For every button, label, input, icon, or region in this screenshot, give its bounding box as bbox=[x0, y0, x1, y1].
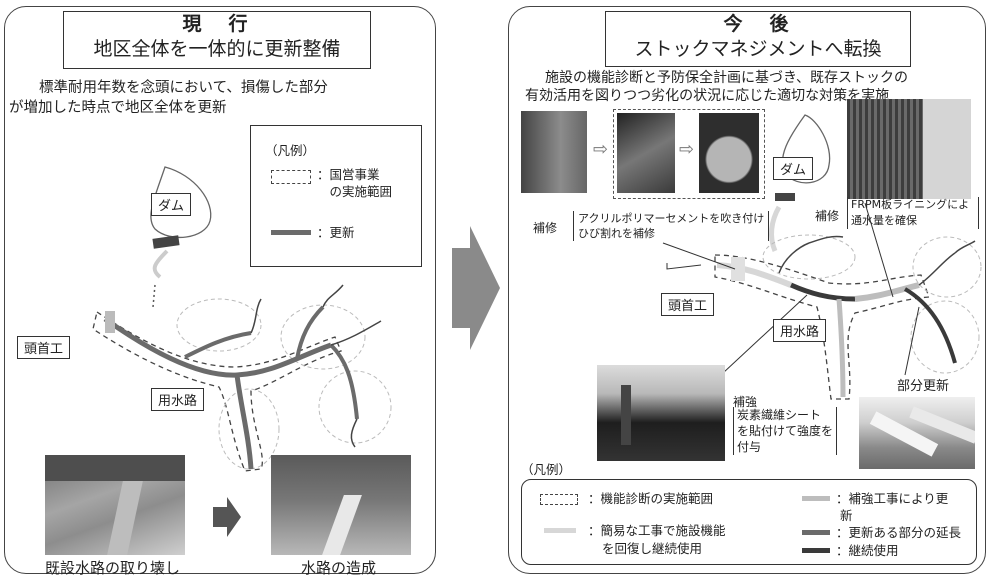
repair-photo-frame bbox=[613, 109, 765, 199]
reinforce-section bbox=[854, 282, 920, 302]
new-channel-photo bbox=[271, 455, 411, 555]
right-legend-title: （凡例） bbox=[521, 462, 572, 477]
legend-item-6: ：継続使用 bbox=[836, 543, 899, 558]
photo-arrow-2: ⇨ bbox=[679, 139, 695, 160]
right-network-diagram bbox=[662, 114, 982, 400]
left-legend-dashed-1: ：国営事業 bbox=[317, 167, 380, 182]
big-right-arrow bbox=[452, 226, 500, 350]
frpm-photo bbox=[847, 99, 971, 199]
branch-4 bbox=[329, 343, 359, 420]
left-legend-box: （凡例） ：国営事業 の実施範囲 ：更新 bbox=[250, 125, 422, 267]
legend-item-5: ：更新ある部分の延長 bbox=[836, 525, 962, 540]
branch-3 bbox=[295, 305, 325, 360]
repair-label-1: 補修 bbox=[533, 221, 558, 235]
demolish-caption: 既設水路の取り壊し bbox=[45, 559, 181, 577]
reinforce-note-line1: 炭素繊維シート bbox=[737, 408, 822, 422]
partial-update-label: 部分更新 bbox=[897, 379, 950, 394]
left-legend-dashed-2: の実施範囲 bbox=[317, 184, 393, 199]
continue-branch bbox=[903, 287, 957, 364]
repair-note-2-line1: FRPM板ライニングによ bbox=[851, 198, 970, 211]
reinforce-label: 補強 bbox=[733, 395, 758, 409]
build-caption: 水路の造成 bbox=[301, 559, 377, 577]
left-title-box: 現 行 地区全体を一体的に更新整備 bbox=[63, 11, 371, 69]
left-dam-label: ダム bbox=[151, 193, 192, 216]
reinforce-note-line2: を貼付けて強度を bbox=[737, 424, 834, 438]
dam-outflow bbox=[152, 249, 169, 279]
right-subtitle: ストックマネジメントへ転換 bbox=[634, 38, 882, 60]
right-title-box: 今 後 ストックマネジメントへ転換 bbox=[605, 11, 911, 67]
legend-item-4: を回復し継続使用 bbox=[602, 541, 703, 556]
legend-item-3: ：簡易な工事で施設機能 bbox=[588, 523, 726, 538]
left-title: 現 行 bbox=[182, 13, 252, 35]
repair-note-1: アクリルポリマーセメントを吹き付け ひび割れを補修 bbox=[573, 211, 770, 241]
left-desc-line2: が増加した時点で地区全体を更新 bbox=[9, 100, 227, 116]
right-dam-label: ダム bbox=[773, 157, 814, 180]
dashed-range-swatch bbox=[271, 170, 311, 184]
partial-update-photo bbox=[859, 397, 975, 469]
continue-section bbox=[789, 282, 856, 302]
dam-body bbox=[152, 235, 180, 249]
project-range-outline bbox=[92, 310, 342, 472]
right-dam-reservoir bbox=[781, 114, 831, 184]
reinforce-update-swatch bbox=[802, 496, 830, 501]
left-legend-title: （凡例） bbox=[265, 143, 316, 158]
branch-1 bbox=[234, 374, 254, 470]
headworks-marker bbox=[105, 311, 115, 333]
legend-item-0: ：機能診断の実施範囲 bbox=[588, 491, 714, 506]
branch-2 bbox=[184, 331, 252, 359]
left-desc-line1: 標準耐用年数を念頭において、損傷した部分 bbox=[39, 80, 328, 96]
repair-photo-2 bbox=[617, 113, 675, 193]
left-channel-label: 用水路 bbox=[151, 388, 205, 411]
update-extension-swatch bbox=[802, 530, 830, 535]
repair-note-1-line1: アクリルポリマーセメントを吹き付け bbox=[578, 212, 765, 225]
continue-use-swatch bbox=[802, 548, 830, 553]
left-headworks-label: 頭首工 bbox=[17, 336, 71, 359]
right-channel-label: 用水路 bbox=[773, 319, 827, 342]
diagnosis-range-swatch bbox=[540, 494, 578, 505]
left-network-diagram bbox=[92, 166, 392, 537]
legend-item-2: 新 bbox=[840, 508, 853, 523]
future-method-panel: 今 後 ストックマネジメントへ転換 施設の機能診断と予防保全計画に基づき、既存ス… bbox=[508, 6, 986, 574]
right-headworks-label: 頭首工 bbox=[661, 293, 715, 316]
update-line-swatch bbox=[271, 230, 311, 235]
reinforce-note: 炭素繊維シート を貼付けて強度を 付与 bbox=[733, 407, 838, 455]
right-title: 今 後 bbox=[723, 13, 793, 35]
right-desc-line2: 有効活用を図りつつ劣化の状況に応じた適切な対策を実施 bbox=[525, 88, 890, 104]
simple-repair-section bbox=[716, 262, 793, 288]
repair-photo-1 bbox=[521, 111, 587, 193]
right-range-outline bbox=[714, 254, 930, 400]
left-legend-solid: ：更新 bbox=[317, 225, 355, 240]
repair-note-1-line2: ひび割れを補修 bbox=[578, 227, 655, 240]
repair-label-2: 補修 bbox=[815, 209, 840, 223]
repair-note-2: FRPM板ライニングによ 通水量を確保 bbox=[847, 197, 979, 229]
right-dam-body bbox=[775, 193, 795, 201]
right-desc-line1: 施設の機能診断と予防保全計画に基づき、既存ストックの bbox=[545, 70, 909, 86]
left-subtitle: 地区全体を一体的に更新整備 bbox=[93, 38, 341, 60]
right-headworks-marker bbox=[731, 257, 745, 281]
reinforce-note-line3: 付与 bbox=[737, 440, 762, 454]
update-branch bbox=[836, 298, 846, 398]
demolish-photo bbox=[45, 455, 185, 555]
photo-arrow-1: ⇨ bbox=[593, 139, 609, 160]
reinforce-photo bbox=[597, 365, 725, 461]
simple-repair-swatch bbox=[544, 528, 576, 533]
current-method-panel: 現 行 地区全体を一体的に更新整備 標準耐用年数を念頭において、損傷した部分 が… bbox=[4, 6, 436, 577]
repair-note-2-line2: 通水量を確保 bbox=[851, 214, 917, 227]
main-channel bbox=[103, 316, 332, 378]
right-legend-box: ：機能診断の実施範囲 ：簡易な工事で施設機能 を回復し継続使用 ：補強工事により… bbox=[521, 479, 977, 565]
construction-arrow bbox=[213, 497, 241, 537]
repair-photo-3 bbox=[699, 113, 759, 193]
legend-item-1: ：補強工事により更 bbox=[836, 491, 949, 506]
